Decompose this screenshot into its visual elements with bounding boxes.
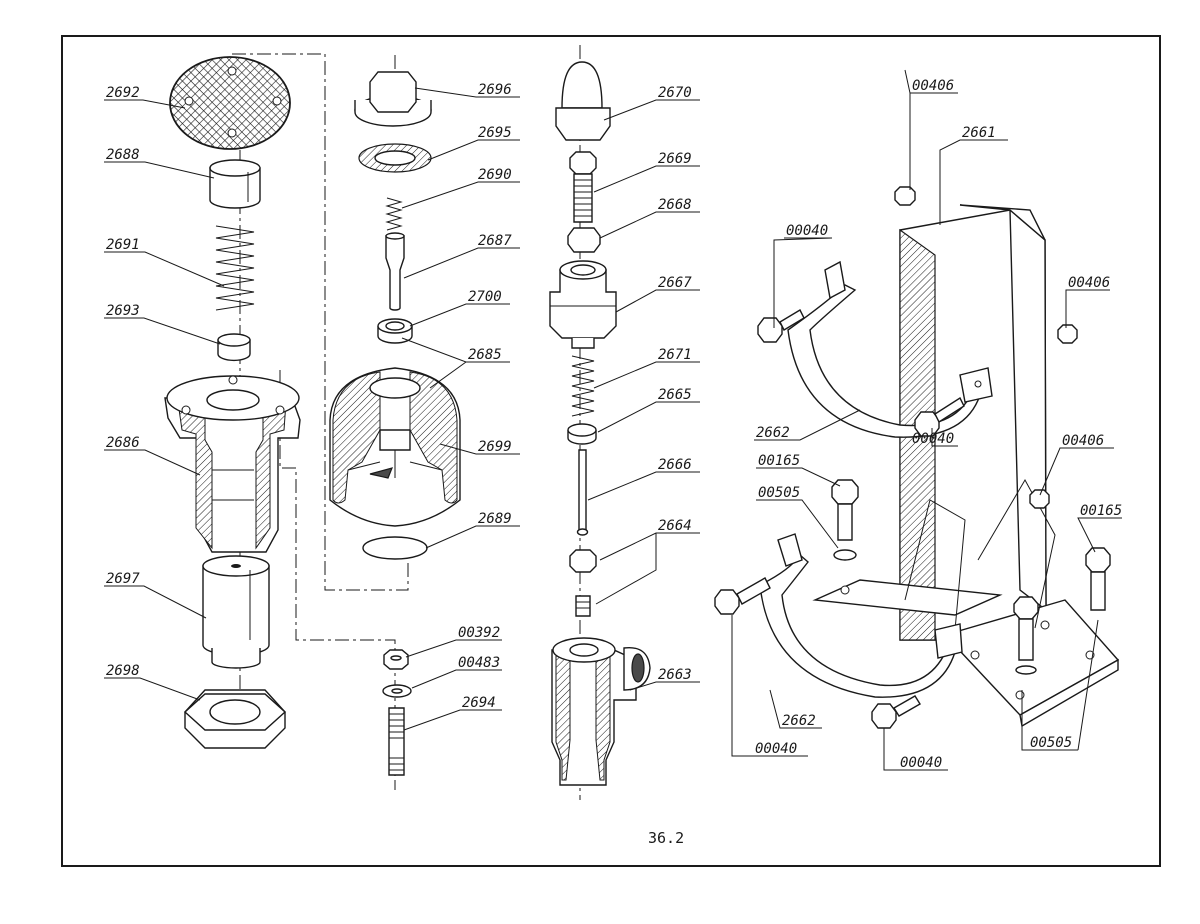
part-2687-valve-stem	[385, 232, 405, 311]
label-2667: 2667	[658, 275, 692, 291]
label-00406-lower: 00406	[1062, 433, 1104, 449]
part-2692-mesh-disc	[169, 56, 291, 150]
label-2695: 2695	[478, 125, 512, 141]
part-2689-disc	[362, 536, 428, 560]
label-2699: 2699	[478, 439, 512, 455]
label-00040-upper-left: 00040	[786, 223, 828, 239]
label-00040-bottom: 00040	[900, 755, 942, 771]
part-2697-plug	[202, 555, 270, 669]
label-00505-left: 00505	[758, 485, 800, 501]
label-2668: 2668	[658, 197, 692, 213]
part-2670-acorn-cap	[555, 61, 611, 141]
part-2661-mount-stand	[812, 204, 1120, 728]
label-00406-top: 00406	[912, 78, 954, 94]
part-2663-body-section	[551, 637, 651, 786]
label-2691: 2691	[106, 237, 140, 253]
part-2695-gasket	[358, 143, 432, 173]
label-2670: 2670	[658, 85, 692, 101]
part-2685-2699-body-section	[329, 367, 461, 527]
label-2662-upper: 2662	[756, 425, 790, 441]
part-2691-spring	[215, 225, 255, 311]
label-00165-left: 00165	[758, 453, 800, 469]
part-labels: 2692 2688 2691 2693 2686 2697 2698 2696 …	[106, 78, 1122, 771]
part-2668-nut	[567, 227, 601, 253]
part-2665-washer	[567, 423, 597, 445]
label-2662-lower: 2662	[782, 713, 816, 729]
label-2697: 2697	[106, 571, 140, 587]
bracket-fasteners	[714, 186, 1111, 729]
label-2686: 2686	[106, 435, 140, 451]
part-2671-spring	[571, 355, 595, 417]
part-2694-stud	[388, 707, 405, 776]
label-2661: 2661	[962, 125, 996, 141]
label-2665: 2665	[658, 387, 692, 403]
label-2663: 2663	[658, 667, 692, 683]
drawing-frame	[61, 35, 1161, 867]
label-2687: 2687	[478, 233, 512, 249]
label-2694: 2694	[462, 695, 496, 711]
part-2693-bushing	[217, 333, 251, 362]
label-2669: 2669	[658, 151, 692, 167]
part-2686-housing-section	[164, 375, 301, 553]
part-2698-hex-nut	[183, 689, 287, 749]
label-00165-right: 00165	[1080, 503, 1122, 519]
part-2667-union-body	[549, 260, 617, 349]
label-00040-middle: 00040	[912, 431, 954, 447]
part-2662-lower-clamp	[759, 533, 963, 698]
label-2685: 2685	[468, 347, 502, 363]
part-2662-upper-clamp	[787, 260, 993, 438]
part-2690-small-spring	[385, 197, 403, 231]
label-2700: 2700	[468, 289, 502, 305]
label-00406-right: 00406	[1068, 275, 1110, 291]
figure-number: 36.2	[648, 829, 684, 847]
label-00040-bottom-left: 00040	[755, 741, 797, 757]
label-2689: 2689	[478, 511, 512, 527]
leader-lines	[104, 69, 1122, 771]
part-00392-nut	[383, 649, 409, 670]
part-00483-washer	[382, 684, 412, 698]
label-00392: 00392	[458, 625, 500, 641]
part-2696-cap-nut	[354, 71, 432, 127]
label-2664: 2664	[658, 518, 692, 534]
label-00483: 00483	[458, 655, 500, 671]
part-2664-valve-plug	[569, 549, 597, 617]
label-2690: 2690	[478, 167, 512, 183]
part-2666-pin	[576, 449, 589, 536]
label-2692: 2692	[106, 85, 140, 101]
part-2669-bolt	[569, 151, 597, 223]
label-2698: 2698	[106, 663, 140, 679]
label-2688: 2688	[106, 147, 140, 163]
label-00505-right: 00505	[1030, 735, 1072, 751]
part-2688-cap	[209, 159, 261, 209]
label-2693: 2693	[106, 303, 140, 319]
label-2696: 2696	[478, 82, 512, 98]
label-2671: 2671	[658, 347, 692, 363]
label-2666: 2666	[658, 457, 692, 473]
